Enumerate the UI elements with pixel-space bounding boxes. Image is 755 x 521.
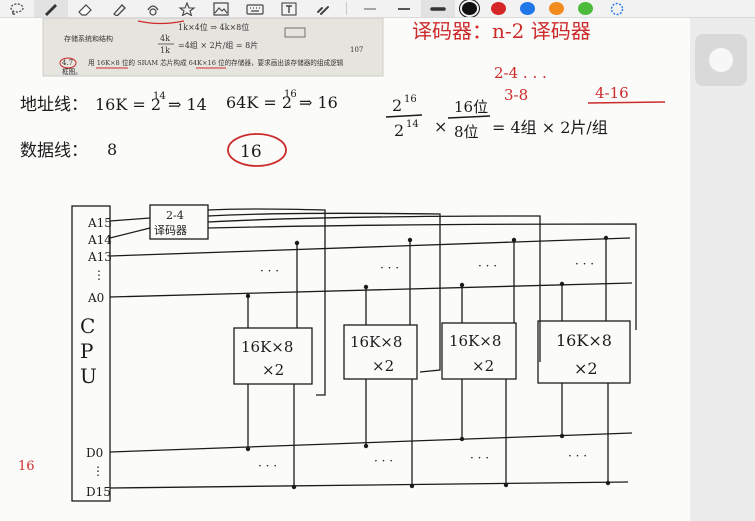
- page-navigator-button[interactable]: [695, 34, 747, 86]
- pin-d15: D15: [86, 485, 111, 499]
- address-64k-result: ⇒ 16: [299, 93, 338, 112]
- textbook-header: 存储系统和结构: [64, 34, 113, 43]
- keyboard-icon[interactable]: [238, 0, 272, 17]
- frac1-bottom: 2: [394, 121, 404, 140]
- ellipsis-data-3: · · ·: [470, 451, 489, 465]
- ellipsis-addr-1: · · ·: [260, 264, 279, 278]
- circle-icon: [709, 48, 733, 72]
- ellipsis-addr-3: · · ·: [478, 259, 497, 273]
- decoder-label-top: 2-4: [166, 209, 184, 222]
- circled-16-mark: [227, 133, 287, 167]
- ellipsis-data-4: · · ·: [568, 449, 587, 463]
- color-red-swatch[interactable]: [491, 2, 506, 15]
- right-side-panel: [690, 18, 755, 521]
- times-sign: ×: [434, 117, 447, 136]
- link-icon[interactable]: [306, 0, 340, 17]
- group-result: = 4组 × 2片/组: [492, 118, 608, 137]
- ellipsis-addr-4: · · ·: [575, 257, 594, 271]
- textbook-fraction-bottom: 1k: [160, 46, 170, 55]
- shape-icon[interactable]: [136, 0, 170, 17]
- color-black-swatch[interactable]: [462, 2, 477, 15]
- pin-a14: A14: [87, 233, 112, 247]
- toolbar-separator: [346, 2, 347, 15]
- circuit-diagram: [71, 204, 637, 502]
- address-64k-exponent: 16: [284, 89, 297, 100]
- highlighter-icon[interactable]: [102, 0, 136, 17]
- chip-2-label: 16K×8: [350, 333, 402, 351]
- color-blue-swatch[interactable]: [520, 2, 535, 15]
- textbook-fraction-note: =4组 × 2片/组 = 8片: [178, 40, 258, 50]
- data-lines-value: 8: [107, 140, 117, 159]
- color-orange-swatch[interactable]: [549, 2, 564, 15]
- color-green-swatch[interactable]: [578, 2, 593, 15]
- color-picker-icon[interactable]: [600, 0, 634, 17]
- pin-addr-ellipsis: ⋮: [93, 268, 105, 282]
- cpu-letter-c: C: [80, 314, 95, 338]
- text-icon[interactable]: [272, 0, 306, 17]
- address-16k-result: ⇒ 14: [168, 95, 207, 114]
- address-16k-note: 16K = 2: [95, 95, 161, 114]
- textbook-scribble: 1k×4位 ⇒ 4k×8位: [178, 22, 249, 32]
- textbook-photo: 1k×4位 ⇒ 4k×8位 4k 1k =4组 × 2片/组 = 8片 存储系统…: [42, 18, 384, 77]
- ellipsis-data-2: · · ·: [374, 454, 393, 468]
- chip-3-label: 16K×8: [449, 332, 501, 350]
- frac2-top: 16位: [454, 98, 488, 116]
- circled-16-text: 16: [240, 142, 262, 162]
- ellipsis-data-1: · · ·: [258, 459, 277, 473]
- chip-3-box: [441, 322, 517, 380]
- line-width-thick[interactable]: [421, 0, 455, 17]
- pen-icon[interactable]: [34, 0, 68, 17]
- lasso-icon[interactable]: [0, 0, 34, 17]
- option-24-note: 2-4 . . .: [494, 64, 547, 82]
- frac1-bottom-exponent: 14: [406, 119, 419, 130]
- chip-1-box: [233, 327, 313, 385]
- option-416-note: 4-16: [595, 84, 629, 102]
- pin-a13: A13: [87, 250, 112, 264]
- address-lines-label: 地址线：: [20, 95, 88, 115]
- address-16k-exponent: 14: [153, 91, 166, 102]
- option-38-note: 3-8: [504, 86, 528, 104]
- address-64k-note: 64K = 2: [226, 93, 292, 112]
- textbook-problem-number: 4.7: [62, 59, 73, 67]
- eraser-icon[interactable]: [68, 0, 102, 17]
- cpu-box: [71, 205, 111, 502]
- frac2-bottom: 8位: [454, 123, 479, 141]
- image-icon[interactable]: [204, 0, 238, 17]
- cpu-letter-u: U: [80, 364, 97, 388]
- ellipsis-addr-2: · · ·: [380, 261, 399, 275]
- chip-1-label: 16K×8: [241, 338, 293, 356]
- chip-2-box: [343, 324, 418, 380]
- textbook-fraction-top: 4k: [160, 34, 170, 43]
- chip-4-count: ×2: [574, 359, 598, 378]
- pin-d0: D0: [86, 446, 103, 460]
- chip-3-count: ×2: [472, 357, 494, 375]
- margin-16-note: 16: [18, 459, 35, 474]
- junction-dots: [245, 235, 611, 490]
- chip-1-count: ×2: [262, 361, 284, 379]
- textbook-problem-line1: 用 16K×8 位的 SRAM 芯片构成 64K×16 位的存储器，要求画出该存…: [88, 58, 344, 67]
- textbook-page-number: 107: [350, 46, 363, 54]
- notes-canvas[interactable]: 1k×4位 ⇒ 4k×8位 4k 1k =4组 × 2片/组 = 8片 存储系统…: [0, 18, 690, 521]
- frac1-top-exponent: 16: [404, 94, 417, 105]
- textbook-problem-line2: 框图。: [62, 67, 82, 76]
- drawing-toolbar: [0, 0, 755, 18]
- pin-a15: A15: [87, 216, 112, 230]
- line-width-thin[interactable]: [353, 0, 387, 17]
- chip-2-count: ×2: [372, 357, 394, 375]
- textbook-boxed-mark: [284, 27, 306, 38]
- chip-4-label: 16K×8: [556, 331, 612, 350]
- pin-data-ellipsis: ⋮: [92, 464, 104, 478]
- star-icon[interactable]: [170, 0, 204, 17]
- decoder-title-note: 译码器：n-2 译码器: [412, 19, 591, 43]
- cpu-letter-p: P: [80, 339, 93, 363]
- frac1-top: 2: [392, 96, 402, 115]
- pin-a0: A0: [87, 291, 104, 305]
- line-width-medium[interactable]: [387, 0, 421, 17]
- decoder-label-bottom: 译码器: [154, 224, 187, 237]
- data-lines-label: 数据线：: [20, 141, 88, 161]
- chip-4-box: [537, 320, 631, 384]
